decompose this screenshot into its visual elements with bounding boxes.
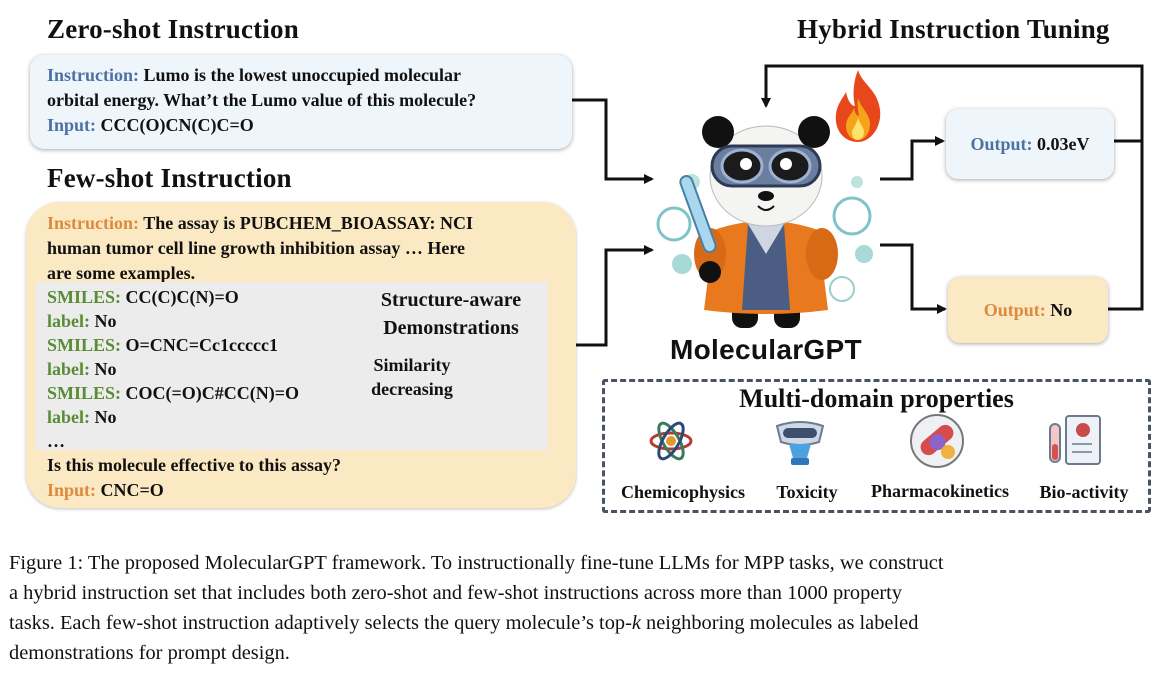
- property-label-bio-activity: Bio-activity: [1039, 482, 1129, 502]
- output-box-zero-shot: Output: 0.03eV: [946, 109, 1114, 179]
- figure-caption: Figure 1: The proposed MolecularGPT fram…: [9, 548, 1159, 668]
- instruction-label: Instruction:: [47, 213, 140, 233]
- question-text: Is this molecule effective to this assay…: [47, 455, 341, 475]
- property-label-toxicity: Toxicity: [776, 482, 838, 502]
- demo-smiles-row: SMILES: COC(=O)C#CC(N)=O: [47, 383, 300, 403]
- zero-shot-heading: Zero-shot Instruction: [47, 14, 299, 44]
- property-label-chemicophysics: Chemicophysics: [620, 482, 745, 502]
- multi-domain-properties-box: [602, 379, 1151, 513]
- panda-scientist-icon: [656, 116, 873, 328]
- output-value: No: [1050, 299, 1073, 320]
- zero-shot-instruction-box: [30, 55, 572, 149]
- property-label-pharmacokinetics: Pharmacokinetics: [871, 481, 1009, 501]
- properties-heading: Multi-domain properties: [739, 384, 1014, 413]
- demo-label-row: label: No: [47, 407, 117, 427]
- few-shot-instruction-text: Instruction: The assay is PUBCHEM_BIOASS…: [47, 211, 473, 286]
- demo-smiles-row: SMILES: O=CNC=Cc1ccccc1: [47, 335, 278, 355]
- few-shot-heading: Few-shot Instruction: [47, 163, 292, 193]
- demo-smiles-row: SMILES: CC(C)C(N)=O: [47, 287, 239, 307]
- arrow-model-to-output2: [880, 243, 947, 314]
- instruction-line: orbital energy. What’t the Lumo value of…: [47, 90, 477, 110]
- demo-label-row: label: No: [47, 359, 117, 379]
- arrow-model-to-output1: [880, 136, 945, 181]
- flame-icon: [835, 70, 881, 142]
- gas-mask-icon: [775, 421, 825, 465]
- input-label: Input:: [47, 480, 97, 500]
- demonstrations-panel: [36, 282, 548, 450]
- arrow-zero-shot-to-model: [572, 98, 654, 184]
- caption-line: a hybrid instruction set that includes b…: [9, 582, 903, 604]
- instruction-label: Instruction:: [47, 65, 140, 85]
- input-label: Input:: [47, 115, 97, 135]
- instruction-line: Lumo is the lowest unoccupied molecular: [143, 65, 462, 85]
- hybrid-tuning-heading: Hybrid Instruction Tuning: [797, 14, 1110, 44]
- caption-line: demonstrations for prompt design.: [9, 642, 290, 664]
- instruction-line: The assay is PUBCHEM_BIOASSAY: NCI: [143, 213, 473, 233]
- zero-shot-instruction-text: Instruction: Lumo is the lowest unoccupi…: [47, 63, 476, 138]
- model-name: MolecularGPT: [670, 334, 862, 365]
- output-box-few-shot: Output: No: [948, 277, 1108, 343]
- pills-icon: [910, 414, 964, 468]
- atom-icon: [649, 421, 693, 461]
- caption-line: tasks. Each few-shot instruction adaptiv…: [9, 612, 919, 634]
- instruction-line: are some examples.: [47, 263, 196, 283]
- output-value: 0.03eV: [1037, 133, 1090, 154]
- line-output2-to-loop: [1108, 141, 1144, 311]
- few-shot-query: Is this molecule effective to this assay…: [47, 453, 341, 503]
- caption-line: Figure 1: The proposed MolecularGPT fram…: [9, 552, 944, 574]
- demo-ellipsis: …: [47, 431, 65, 451]
- demo-label-row: label: No: [47, 311, 117, 331]
- arrow-few-shot-to-model: [576, 245, 654, 347]
- structure-aware-label: Structure-aware Demonstrations: [380, 289, 522, 339]
- arrow-feedback-loop: [761, 64, 1144, 143]
- input-value: CNC=O: [100, 480, 164, 500]
- instruction-line: human tumor cell line growth inhibition …: [47, 238, 466, 258]
- similarity-label: Similarity decreasing: [371, 355, 453, 399]
- output-label: Output:: [970, 133, 1033, 154]
- demonstration-list: SMILES: CC(C)C(N)=O label: No SMILES: O=…: [47, 285, 299, 453]
- lab-report-icon: [1049, 415, 1101, 465]
- input-value: CCC(O)CN(C)C=O: [100, 115, 254, 135]
- output-label: Output:: [983, 299, 1046, 320]
